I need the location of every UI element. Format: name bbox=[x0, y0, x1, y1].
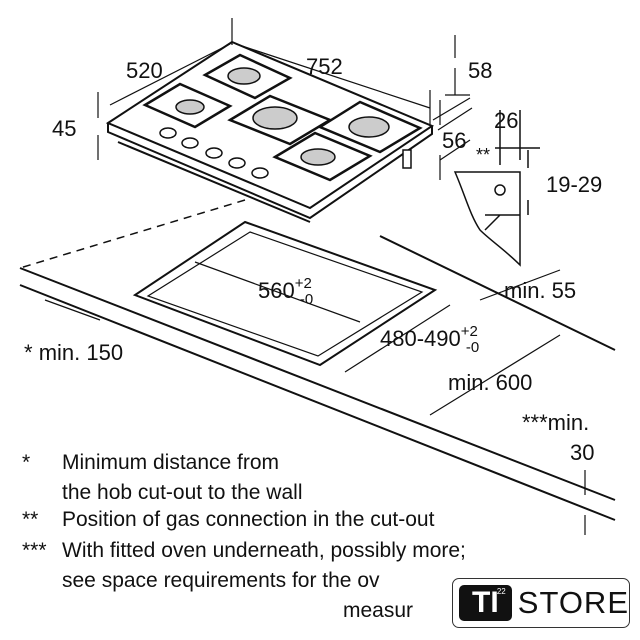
cutout-width-value: 560 bbox=[258, 278, 295, 303]
top-offset-dimension: 58 bbox=[468, 58, 493, 83]
cutout-width-tol-plus: +2 bbox=[294, 275, 312, 292]
cutout-depth-tol-minus: -0 bbox=[465, 339, 480, 356]
height-dimension: 45 bbox=[52, 116, 77, 141]
min-wall-value: min. 150 bbox=[38, 340, 124, 365]
gas-marker: ** bbox=[476, 145, 491, 165]
logo-number: 22 bbox=[496, 587, 506, 596]
cutout-depth-dimension: 480-490+2-0 bbox=[380, 324, 491, 355]
note-text: Minimum distance from bbox=[62, 451, 280, 474]
min-wall-dimension: * min. 150 bbox=[24, 342, 123, 364]
gas-y-dimension: 19-29 bbox=[546, 172, 603, 197]
min-back-dimension: min. 55 bbox=[504, 278, 577, 303]
logo-brand: TI bbox=[472, 586, 499, 619]
hob bbox=[105, 40, 435, 223]
side-offset-dimension: 56 bbox=[442, 128, 467, 153]
note-marker: *** bbox=[22, 539, 47, 562]
cutout-width-dimension: 560+2-0 bbox=[258, 276, 325, 307]
cutout-depth-tol-plus: +2 bbox=[460, 323, 478, 340]
logo-store-text: STORE bbox=[517, 585, 629, 620]
note-text: With fitted oven underneath, possibly mo… bbox=[62, 539, 466, 562]
min-wall-marker: * bbox=[24, 340, 33, 365]
cutout bbox=[132, 220, 438, 367]
note-marker: * bbox=[22, 451, 31, 474]
dimension-lines bbox=[44, 18, 586, 535]
min-worktop-dimension: min. 600 bbox=[448, 370, 533, 395]
min-oven-value: 30 bbox=[570, 440, 595, 465]
cutout-width-tol-minus: -0 bbox=[299, 291, 314, 308]
note-text: the hob cut-out to the wall bbox=[62, 481, 303, 504]
note-text: measur bbox=[343, 599, 414, 622]
gas-x-dimension: 26 bbox=[494, 108, 519, 133]
min-oven-label: ***min. bbox=[522, 410, 590, 435]
width-dimension: 752 bbox=[306, 54, 343, 79]
depth-dimension: 520 bbox=[126, 58, 163, 83]
gas-connection-detail bbox=[453, 110, 540, 267]
note-text: see space requirements for the ov bbox=[62, 569, 380, 592]
note-text: Position of gas connection in the cut-ou… bbox=[62, 508, 435, 531]
note-marker: ** bbox=[22, 508, 39, 531]
cutout-depth-value: 480-490 bbox=[380, 326, 461, 351]
